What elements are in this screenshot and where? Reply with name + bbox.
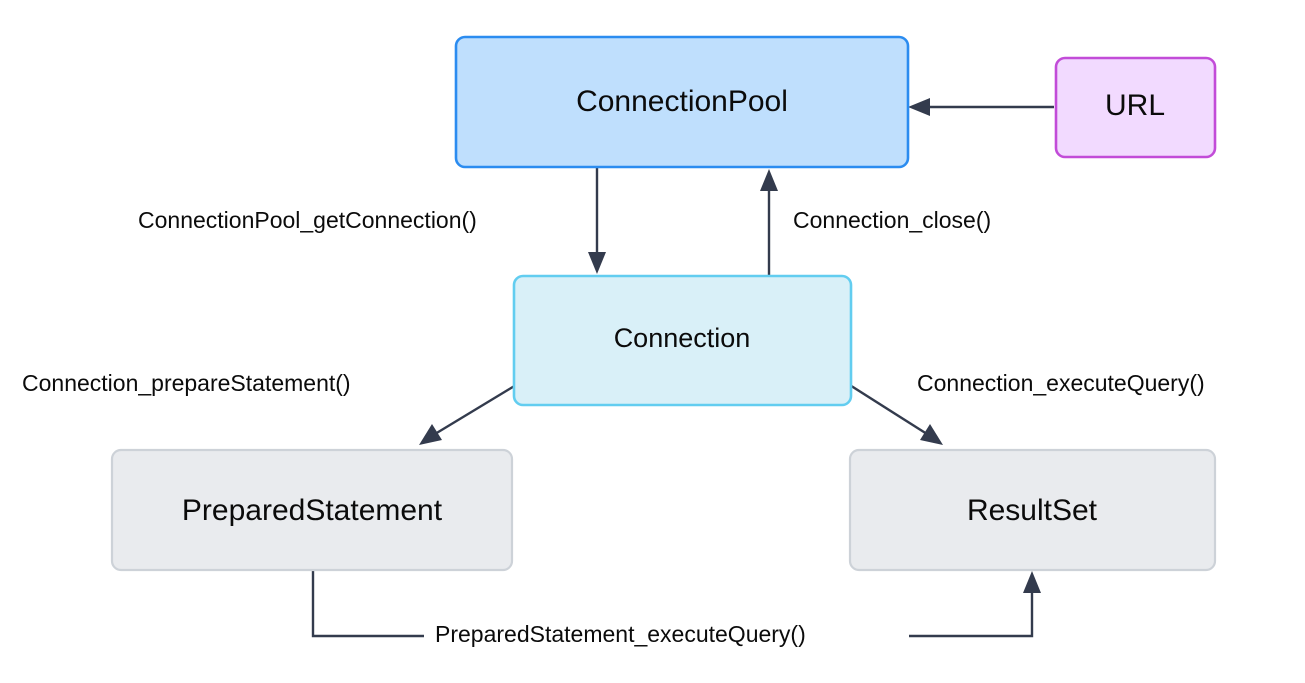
node-result-set[interactable]: ResultSet xyxy=(848,448,1217,572)
node-connection-pool-box[interactable] xyxy=(454,35,910,169)
node-connection[interactable]: Connection xyxy=(512,274,853,407)
edge-line xyxy=(434,380,522,436)
edge-connection-to-result-set xyxy=(844,380,943,445)
arrowhead-icon xyxy=(908,98,930,116)
node-connection-pool-label: ConnectionPool xyxy=(576,85,788,118)
node-prepared-statement-box[interactable] xyxy=(110,448,514,572)
arrowhead-icon xyxy=(419,424,442,445)
node-url-label: URL xyxy=(1105,89,1165,122)
arrowhead-icon xyxy=(588,252,606,274)
edge-line-right-segment xyxy=(909,589,1034,638)
arrowhead-icon xyxy=(920,424,943,445)
edge-label-connection-execute-query: Connection_executeQuery() xyxy=(917,370,1205,396)
node-connection-box[interactable] xyxy=(512,274,853,407)
node-prepared-statement[interactable]: PreparedStatement xyxy=(110,448,514,572)
edge-connection-to-prepared-statement xyxy=(419,380,522,445)
edge-connection-pool-to-connection xyxy=(588,168,606,274)
node-url-box[interactable] xyxy=(1054,56,1217,159)
node-prepared-statement-label: PreparedStatement xyxy=(182,494,443,527)
node-result-set-box[interactable] xyxy=(848,448,1217,572)
edge-connection-to-connection-pool xyxy=(760,169,778,275)
node-result-set-label: ResultSet xyxy=(967,494,1098,527)
edge-line xyxy=(844,380,928,436)
edge-prepared-statement-to-result-set xyxy=(311,571,1041,638)
edge-url-to-connection-pool xyxy=(908,98,1054,116)
edge-label-connection-prepare-statement: Connection_prepareStatement() xyxy=(22,370,351,396)
node-connection-label: Connection xyxy=(614,323,751,353)
edge-line-left-segment xyxy=(311,571,424,638)
arrowhead-icon xyxy=(760,169,778,191)
edge-label-connection-close: Connection_close() xyxy=(793,207,991,233)
node-connection-pool[interactable]: ConnectionPool xyxy=(454,35,910,169)
arrowhead-icon xyxy=(1023,571,1041,593)
edge-label-prepared-statement-execute-query: PreparedStatement_executeQuery() xyxy=(435,621,806,647)
node-url[interactable]: URL xyxy=(1054,56,1217,159)
edge-label-connection-pool-get-connection: ConnectionPool_getConnection() xyxy=(138,207,477,233)
